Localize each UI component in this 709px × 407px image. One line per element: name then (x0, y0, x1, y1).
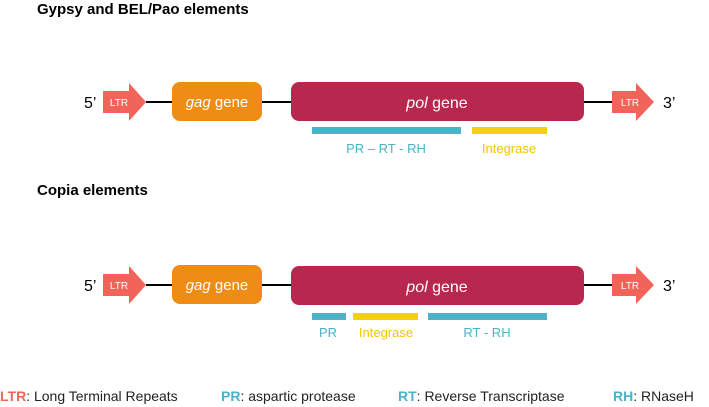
section-title: Copia elements (37, 182, 148, 199)
legend-abbr-rh: RH (613, 388, 633, 404)
five-prime-label: 5’ (84, 278, 96, 295)
ltr-right-label: LTR (621, 281, 639, 292)
domain-bar-pr (312, 313, 346, 320)
legend: LTR: Long Terminal Repeats PR: aspartic … (0, 388, 694, 404)
ltr-right-arrow (612, 83, 654, 121)
ltr-left-arrow (103, 83, 146, 121)
legend-abbr-pr: PR (221, 388, 240, 404)
gag-gene-label: gag gene (186, 94, 249, 111)
three-prime-label: 3’ (663, 278, 675, 295)
domain-bar-pr-rt-rh (312, 127, 461, 134)
domain-bar-integrase (353, 313, 418, 320)
section-gypsy: Gypsy and BEL/Pao elements 5’ LTR gag ge… (37, 1, 675, 156)
gag-gene-box (172, 265, 262, 304)
gag-gene-label: gag gene (186, 277, 249, 294)
legend-item-pr: PR: aspartic protease (221, 388, 356, 404)
legend-text-pr: : aspartic protease (240, 388, 355, 404)
legend-text-rh: : RNaseH (633, 388, 694, 404)
domain-label-integrase: Integrase (359, 325, 413, 340)
section-title: Gypsy and BEL/Pao elements (37, 1, 249, 18)
three-prime-label: 3’ (663, 95, 675, 112)
ltr-left-arrow (103, 266, 146, 304)
gag-gene-box (172, 82, 262, 121)
domain-label-integrase: Integrase (482, 141, 536, 156)
legend-item-rh: RH: RNaseH (613, 388, 694, 404)
legend-text-ltr: : Long Terminal Repeats (26, 388, 178, 404)
legend-abbr-ltr: LTR (0, 388, 26, 404)
ltr-left-label: LTR (110, 98, 128, 109)
domain-label-pr-rt-rh: PR – RT - RH (346, 141, 426, 156)
section-copia: Copia elements 5’ LTR gag gene pol gene … (37, 182, 675, 340)
pol-gene-box (291, 82, 584, 121)
legend-item-ltr: LTR: Long Terminal Repeats (0, 388, 178, 404)
legend-item-rt: RT: Reverse Transcriptase (398, 388, 565, 404)
five-prime-label: 5’ (84, 95, 96, 112)
ltr-left-label: LTR (110, 281, 128, 292)
pol-gene-label: pol gene (405, 95, 468, 112)
domain-bar-integrase (472, 127, 547, 134)
domain-bar-rt-rh (428, 313, 547, 320)
domain-label-rt-rh: RT - RH (463, 325, 510, 340)
pol-gene-label: pol gene (405, 279, 468, 296)
ltr-right-arrow (612, 266, 654, 304)
domain-label-pr: PR (319, 325, 337, 340)
legend-abbr-rt: RT (398, 388, 417, 404)
pol-gene-box (291, 266, 584, 305)
legend-text-rt: : Reverse Transcriptase (417, 388, 565, 404)
ltr-right-label: LTR (621, 98, 639, 109)
